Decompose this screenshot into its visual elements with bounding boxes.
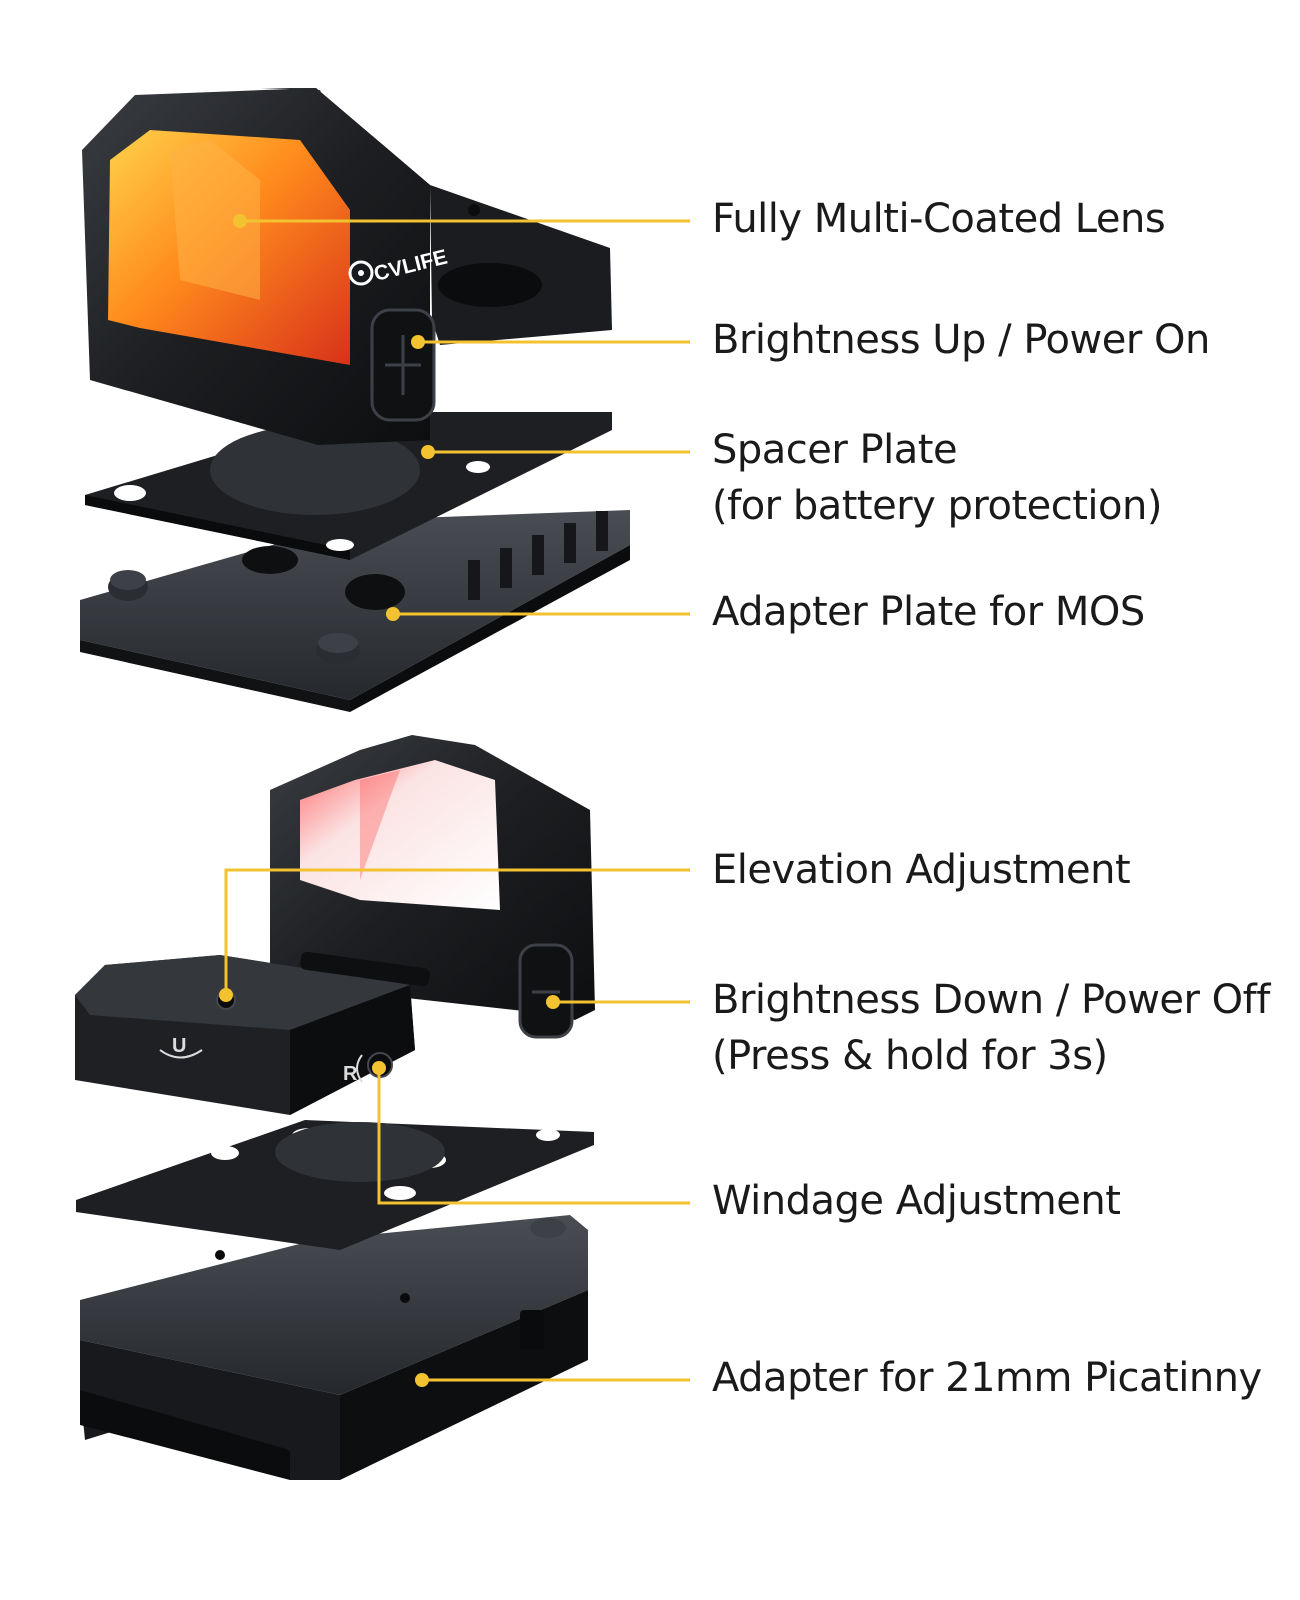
callout-elevation-text: Elevation Adjustment: [712, 847, 1131, 893]
callout-brightness-down-text: Brightness Down / Power Off: [712, 977, 1270, 1023]
top-sight-assembly: CVLIFE: [80, 88, 630, 712]
callout-windage-text: Windage Adjustment: [712, 1178, 1121, 1224]
dot-spacer-plate: [421, 445, 435, 459]
dot-windage: [372, 1061, 386, 1075]
callout-lens-text: Fully Multi-Coated Lens: [712, 196, 1166, 242]
mos-adapter-plate: [80, 510, 630, 712]
brightness-down-button: [518, 943, 574, 1039]
windage-dial-mark: R: [343, 1063, 358, 1085]
callout-spacer-plate: Spacer Plate (for battery protection): [712, 422, 1162, 534]
leader-elevation: [224, 868, 690, 995]
callout-brightness-down: Brightness Down / Power Off (Press & hol…: [712, 972, 1270, 1084]
callout-brightness-up: Brightness Up / Power On: [712, 312, 1210, 368]
picatinny-adapter: [80, 1215, 588, 1480]
bottom-sight-assembly: U R: [75, 735, 595, 1480]
callout-spacer-plate-subtext: (for battery protection): [712, 483, 1162, 529]
callout-brightness-up-text: Brightness Up / Power On: [712, 317, 1210, 363]
dot-lens: [233, 214, 247, 228]
callout-lens: Fully Multi-Coated Lens: [712, 191, 1166, 247]
callout-mos-adapter: Adapter Plate for MOS: [712, 584, 1145, 640]
callout-windage: Windage Adjustment: [712, 1173, 1121, 1229]
red-dot-sight-bottom: U R: [75, 735, 595, 1115]
dot-brightness-up: [411, 335, 425, 349]
leader-windage: [377, 1068, 690, 1205]
callout-mos-adapter-text: Adapter Plate for MOS: [712, 589, 1145, 635]
callout-spacer-plate-text: Spacer Plate: [712, 427, 958, 473]
callout-elevation: Elevation Adjustment: [712, 842, 1131, 898]
brightness-up-button: [370, 308, 436, 422]
callout-picatinny: Adapter for 21mm Picatinny: [712, 1350, 1262, 1406]
dot-brightness-down: [546, 995, 560, 1009]
dot-mos-adapter: [386, 607, 400, 621]
red-dot-sight-top: CVLIFE: [82, 88, 612, 445]
dot-elevation: [219, 988, 233, 1002]
spacer-plate-bottom: [76, 1120, 594, 1250]
callout-brightness-down-subtext: (Press & hold for 3s): [712, 1033, 1108, 1079]
dot-picatinny: [415, 1373, 429, 1387]
elevation-dial-mark: U: [172, 1035, 186, 1057]
spacer-plate: [85, 412, 612, 560]
callout-picatinny-text: Adapter for 21mm Picatinny: [712, 1355, 1262, 1401]
